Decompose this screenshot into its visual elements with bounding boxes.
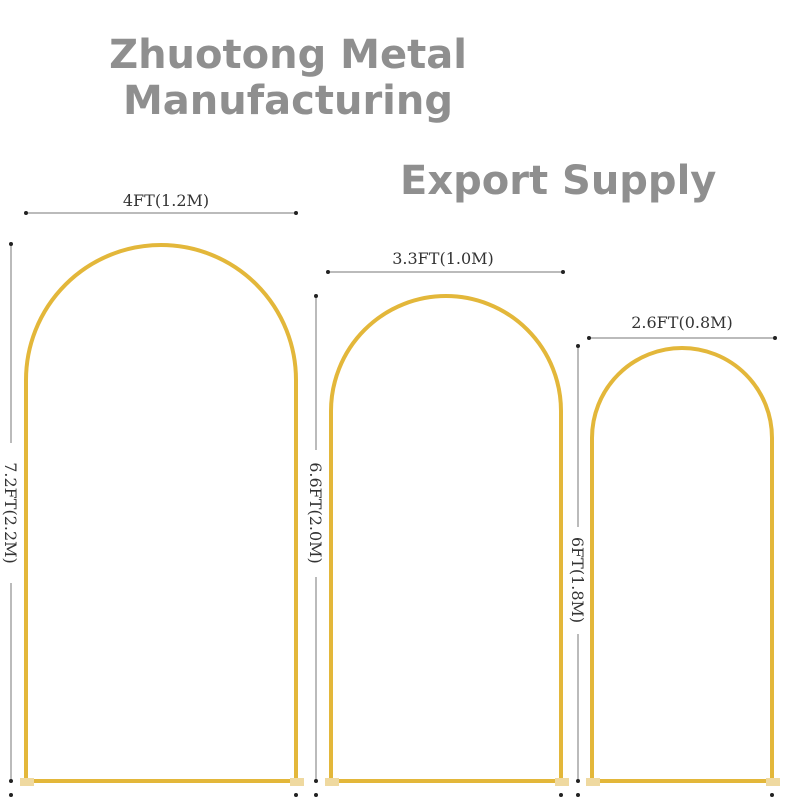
height-dimension-large: 7.2FT(2.2M) bbox=[1, 242, 20, 783]
base-foot-left bbox=[325, 778, 339, 786]
height-label-medium: 6.6FT(2.0M) bbox=[306, 462, 325, 564]
brand-line-2: Manufacturing bbox=[123, 78, 453, 124]
arch-outline-large bbox=[24, 243, 298, 781]
height-dimension-medium: 6.6FT(2.0M) bbox=[306, 294, 325, 783]
height-label-small: 6FT(1.8M) bbox=[568, 537, 587, 623]
dimension-end-dot bbox=[314, 294, 318, 298]
arch-frame-small bbox=[586, 346, 780, 786]
dimension-end-dot bbox=[561, 270, 565, 274]
arch-frame-large bbox=[20, 243, 304, 786]
floor-dot bbox=[770, 793, 774, 797]
floor-dot bbox=[294, 793, 298, 797]
width-dimension-large: 4FT(1.2M) bbox=[24, 191, 298, 215]
dimension-end-dot bbox=[773, 336, 777, 340]
width-label-large: 4FT(1.2M) bbox=[123, 191, 209, 210]
dimension-end-dot bbox=[576, 344, 580, 348]
dimension-end-dot bbox=[326, 270, 330, 274]
floor-dot bbox=[314, 793, 318, 797]
arch-outline-small bbox=[590, 346, 774, 781]
base-foot-right bbox=[290, 778, 304, 786]
floor-dot bbox=[559, 793, 563, 797]
dimension-end-dot bbox=[587, 336, 591, 340]
arch-frame-medium bbox=[325, 294, 569, 786]
brand-line-1: Zhuotong Metal bbox=[109, 32, 467, 78]
arch-outline-medium bbox=[329, 294, 563, 781]
export-supply-watermark: Export Supply bbox=[400, 158, 717, 204]
base-foot-left bbox=[586, 778, 600, 786]
width-label-medium: 3.3FT(1.0M) bbox=[392, 249, 494, 268]
width-dimension-small: 2.6FT(0.8M) bbox=[587, 313, 777, 340]
floor-dot bbox=[9, 793, 13, 797]
floor-dot bbox=[576, 793, 580, 797]
dimension-end-dot bbox=[576, 779, 580, 783]
height-label-large: 7.2FT(2.2M) bbox=[1, 462, 20, 564]
width-dimension-medium: 3.3FT(1.0M) bbox=[326, 249, 565, 274]
height-dimension-small: 6FT(1.8M) bbox=[568, 344, 587, 783]
base-foot-right bbox=[766, 778, 780, 786]
base-foot-left bbox=[20, 778, 34, 786]
dimension-end-dot bbox=[314, 779, 318, 783]
dimension-end-dot bbox=[24, 211, 28, 215]
dimension-end-dot bbox=[294, 211, 298, 215]
base-foot-right bbox=[555, 778, 569, 786]
dimension-end-dot bbox=[9, 779, 13, 783]
width-label-small: 2.6FT(0.8M) bbox=[631, 313, 733, 332]
dimension-end-dot bbox=[9, 242, 13, 246]
brand-watermark: Zhuotong Metal Manufacturing bbox=[78, 32, 498, 124]
